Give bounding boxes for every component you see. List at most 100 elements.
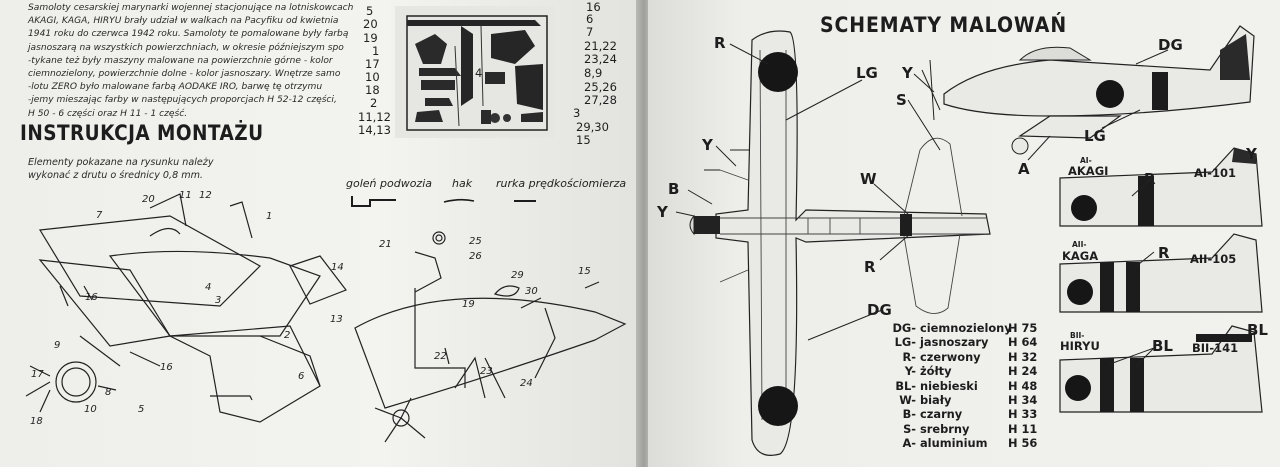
legend-paint-number: H 32 [1008,349,1038,364]
sprue-number: 17 [365,57,380,71]
assembly-exploded-view [25,193,347,423]
intro-line: Samoloty cesarskiej marynarki wojennej s… [28,3,354,13]
legend-code: B- [902,407,916,422]
legend-name: aluminium [920,436,988,451]
wire-note-line: wykonać z drutu o średnicy 0,8 mm. [28,170,203,181]
carrier-name: AKAGI [1068,164,1109,178]
callout-lg: LG [1084,127,1106,145]
tail-code: AII-105 [1190,252,1237,266]
legend-code: A- [902,436,916,451]
legend-paint-number: H 34 [1008,392,1038,407]
sprue-number: 23,24 [584,52,617,66]
part-number: 30 [525,286,538,297]
part-number: 4 [205,282,212,293]
callout-y: Y [902,64,913,82]
side-view-plane [921,25,1255,155]
callout-lg: LG [856,64,878,82]
legend-paint-number: H 33 [1008,407,1038,422]
part-number: 9 [54,340,61,351]
legend-code: DG- [892,321,916,335]
part-number: 19 [462,299,475,310]
left-page: Samoloty cesarskiej marynarki wojennej s… [0,0,640,467]
sprue-number: 19 [363,31,378,45]
part-number: 24 [520,378,533,389]
part-number: 16 [85,292,98,303]
callout-bl: BL [1247,321,1268,339]
sprue-number: 10 [365,70,380,84]
legend-name: niebieski [920,378,978,393]
callout-w: W [860,170,877,188]
landing-gear-leg-label: goleń podwozia [346,177,432,190]
part-number: 29 [511,270,524,281]
assembly-fuselage-view [354,231,627,443]
sprue-number: 25,26 [584,80,617,94]
tail-code: AI-101 [1194,166,1236,180]
hiryu-tail-view [1059,325,1263,413]
sprue-number: 18 [365,83,380,97]
callout-r: R [864,258,876,276]
sprue-number: 6 [586,12,594,26]
part-number: 11 [179,190,192,201]
part-number: 21 [379,239,392,250]
assembly-title: INSTRUKCJA MONTAŻU [20,121,264,145]
part-number: 12 [199,190,212,201]
part-number: 17 [31,369,44,380]
sprue-number: 20 [363,17,378,31]
callout-s: S [896,91,907,109]
part-number: 15 [578,266,591,277]
legend-paint-number: H 11 [1008,421,1038,436]
callout-b: B [668,180,680,198]
part-number: 5 [138,404,145,415]
legend-code: BL- [895,378,916,393]
part-number: 7 [96,210,103,221]
sprue-number: 8,9 [584,66,603,80]
part-number: 13 [330,314,343,325]
legend-paint-number: H 24 [1008,364,1038,379]
callout-r: R [714,34,726,52]
part-number: 14 [331,262,344,273]
callout-dg: DG [1158,36,1183,54]
part-number: 26 [469,251,482,262]
carrier-prefix: AII- [1072,240,1087,249]
pitot-tube-label: rurka prędkościomierza [496,177,627,190]
wire-note: Elementy pokazane na rysunku należy wyko… [28,156,214,182]
intro-line: AKAGI, KAGA, HIRYU brały udział w walkac… [28,16,339,27]
sprue-number: 2 [370,96,378,110]
legend-paint-number: H 48 [1008,378,1038,393]
sprue-number: 15 [576,133,591,147]
legend-paint-number: H 75 [1008,321,1038,335]
legend-name: żółty [920,364,952,379]
part-number: 23 [480,366,493,377]
akagi-tail-view [1059,147,1263,227]
part-number: 1 [266,211,273,222]
wire-note-line: Elementy pokazane na rysunku należy [28,157,214,168]
callout-y: Y [1246,145,1257,163]
legend-code: W- [899,392,916,407]
part-number: 22 [434,351,447,362]
legend-name: czerwony [920,349,981,364]
sprue-number: 5 [366,4,374,18]
painting-schemes-title: SCHEMATY MALOWAŃ [820,13,1068,37]
sprue-number: 1 [372,44,380,58]
part-number: 10 [84,404,97,415]
legend-paint-number: H 64 [1008,335,1038,350]
carrier-prefix: AI- [1080,156,1092,165]
sprue-number: 21,22 [584,39,617,53]
legend-name: ciemnozielony [920,321,1012,335]
carrier-name: HIRYU [1060,339,1100,353]
sprue-number: 14,13 [358,123,391,137]
intro-line: jasnoszarą na wszystkich powierzchniach,… [28,42,344,53]
sprue-diagram [395,6,555,138]
legend-code: LG- [894,335,916,350]
part-number: 2 [284,330,291,341]
callout-a: A [1018,160,1030,178]
kaga-tail-view [1059,233,1263,313]
part-number: 16 [160,362,173,373]
part-number: 20 [142,194,155,205]
sprue-number: 3 [573,106,581,120]
part-number: 6 [298,371,305,382]
callout-dg: DG [867,301,892,319]
wire-parts [351,196,536,207]
part-number: 25 [469,236,482,247]
